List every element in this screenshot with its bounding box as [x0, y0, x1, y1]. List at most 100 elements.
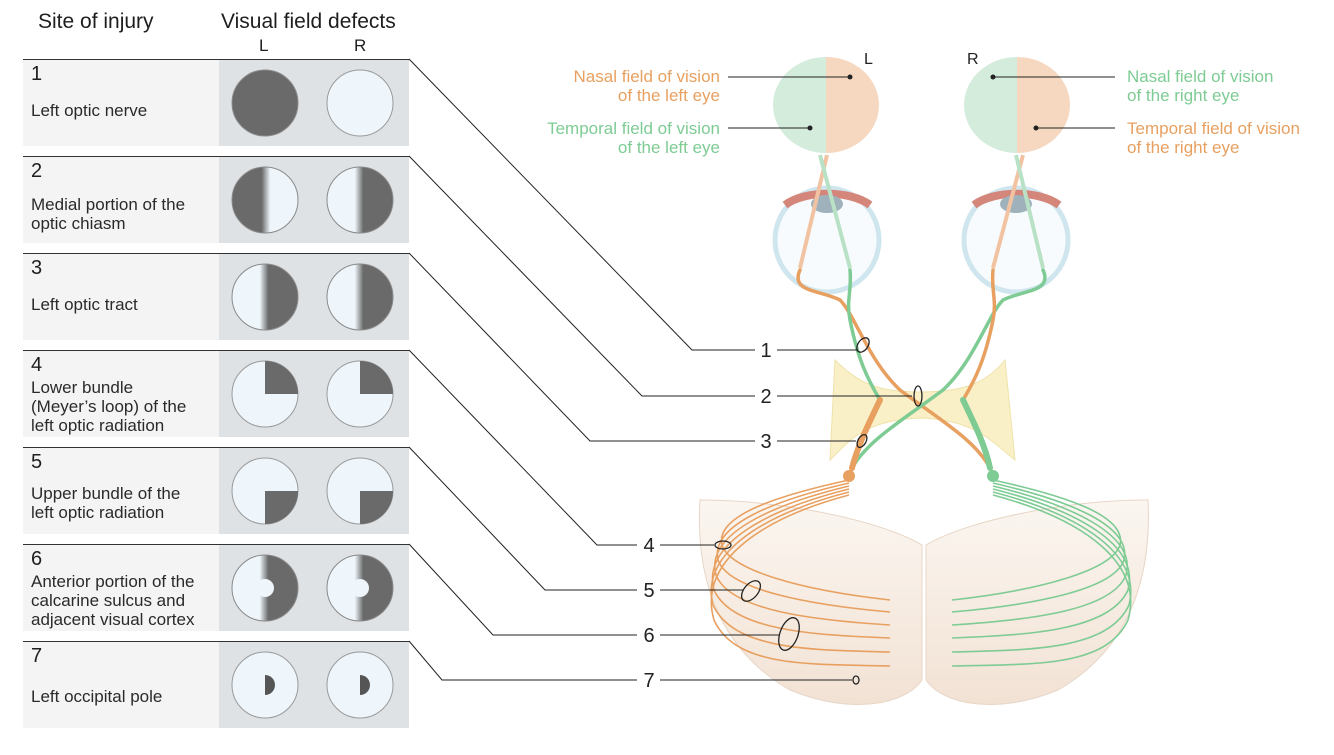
- visual-field-cell: [219, 545, 409, 631]
- left-central-defect: [265, 675, 275, 695]
- lesion-number-2: 2: [760, 386, 771, 408]
- left-eyeball: [772, 154, 882, 295]
- connector-4: [408, 349, 637, 546]
- site-label: Left optic nerve: [31, 101, 148, 120]
- row-number: 7: [31, 645, 43, 667]
- left-eye-field: [231, 263, 299, 331]
- right-eye-field: [326, 69, 394, 137]
- temporal-right-label: Temporal field of vision: [1127, 119, 1300, 138]
- lesion-6: [778, 617, 800, 651]
- right-optic-radiation: [951, 479, 1132, 667]
- left-nasal-fibers: [796, 268, 992, 470]
- left-eye-column-label: L: [259, 36, 269, 55]
- connector-3: [408, 252, 755, 442]
- right-eye-defect: [360, 361, 393, 394]
- right-eye-column-label: R: [354, 36, 367, 55]
- right-optic-tract: [960, 397, 993, 471]
- lesion-4: [714, 540, 732, 550]
- visual-field-cell: [219, 60, 409, 146]
- row-number: 3: [31, 257, 43, 279]
- row-number: 6: [31, 548, 43, 570]
- right-eyeball: [961, 154, 1071, 295]
- injury-row-3: 3 Left optic tract: [23, 253, 409, 340]
- connector-6: [408, 543, 637, 636]
- connector-2: [408, 155, 755, 397]
- injury-row-7: 7 Left occipital pole: [23, 641, 409, 728]
- diagram-left-eye-label: L: [864, 51, 873, 68]
- visual-field-cell: [219, 254, 409, 340]
- site-label: Left occipital pole: [31, 687, 163, 706]
- nasal-right-label: Nasal field of vision: [1127, 67, 1273, 86]
- chiasm-region: [829, 358, 1016, 462]
- visual-field-cell: [219, 642, 409, 728]
- lesion-5: [740, 580, 762, 602]
- left-eye-visual-field: [773, 57, 879, 153]
- visual-field-pair: [231, 69, 394, 137]
- site-label: Left optic tract: [31, 295, 138, 314]
- right-occipital-lobe: [925, 499, 1149, 705]
- row-number: 4: [31, 354, 43, 376]
- temporal-left-label-2: of the left eye: [618, 138, 720, 157]
- visual-field-pair: [231, 457, 394, 525]
- visual-field-pair: [231, 360, 394, 428]
- visual-field-defects-header: Visual field defects: [221, 10, 396, 33]
- right-eye-defect: [360, 491, 393, 524]
- visual-field-cell: [219, 351, 409, 437]
- right-eye-field: [326, 166, 394, 234]
- visual-field-pair: [231, 554, 394, 622]
- lesion-number-5: 5: [643, 580, 654, 602]
- lesion-number-3: 3: [760, 431, 771, 453]
- lesion-2: [913, 385, 923, 407]
- right-macular-sparing: [351, 579, 369, 597]
- lesion-3: [856, 433, 868, 449]
- injury-row-1: 1 Left optic nerve: [23, 59, 409, 146]
- visual-field-pair: [231, 263, 394, 331]
- lesion-number-1: 1: [760, 340, 771, 362]
- nasal-left-label-2: of the left eye: [618, 86, 720, 105]
- visual-field-pair: [231, 651, 394, 719]
- lesion-1: [856, 337, 870, 353]
- visual-field-cell: [219, 157, 409, 243]
- lesion-number-6: 6: [643, 625, 654, 647]
- visual-field-pair: [231, 166, 394, 234]
- left-eye-defect: [265, 491, 298, 524]
- nasal-right-label-2: of the right eye: [1127, 86, 1239, 105]
- row-text-cell: 1 Left optic nerve: [23, 60, 219, 146]
- connector-5: [408, 446, 637, 591]
- diagram-right-eye-label: R: [967, 51, 979, 68]
- site-of-injury-header: Site of injury: [38, 10, 154, 33]
- temporal-right-label-2: of the right eye: [1127, 138, 1239, 157]
- row-number: 5: [31, 451, 43, 473]
- row-text-cell: 7 Left occipital pole: [23, 642, 219, 728]
- row-text-cell: 3 Left optic tract: [23, 254, 219, 340]
- left-eye-defect: [265, 361, 298, 394]
- right-nasal-fibers: [850, 268, 1047, 470]
- right-eye-visual-field: [964, 57, 1070, 153]
- row-number: 1: [31, 63, 43, 85]
- left-eye-field: [231, 166, 299, 234]
- left-lgn: [843, 470, 855, 482]
- right-lgn: [987, 470, 999, 482]
- visual-field-cell: [219, 448, 409, 534]
- temporal-left-label: Temporal field of vision: [547, 119, 720, 138]
- left-macular-sparing: [256, 579, 274, 597]
- lesion-number-4: 4: [643, 535, 654, 557]
- lesion-markers: [714, 337, 923, 685]
- lesion-7: [852, 675, 860, 685]
- right-eye-field: [326, 263, 394, 331]
- connector-1: [408, 58, 755, 351]
- right-central-defect: [360, 675, 370, 695]
- nasal-left-label: Nasal field of vision: [574, 67, 720, 86]
